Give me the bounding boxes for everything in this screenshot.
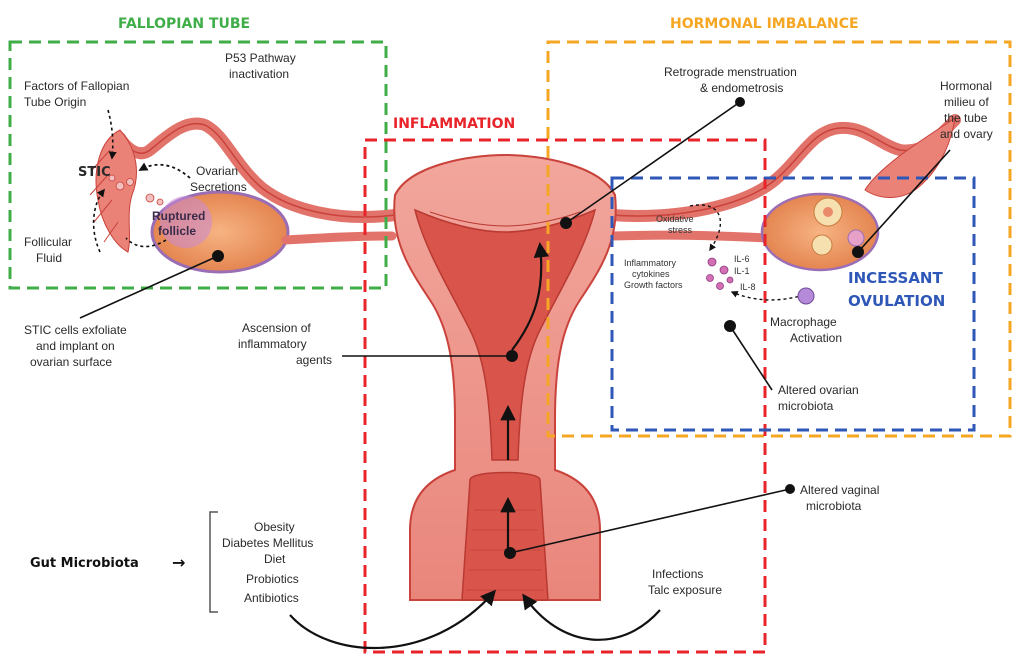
talc-label: Talc exposure	[648, 583, 722, 597]
macrophage-label-2: Activation	[790, 331, 842, 345]
gut-microbiota-label: Gut Microbiota	[30, 556, 139, 571]
inflammatory-cytokines-label-2: cytokines	[632, 269, 670, 279]
il8-label: IL-8	[740, 282, 756, 292]
ascension-label-3: agents	[296, 353, 332, 367]
gut-arrow: →	[172, 553, 185, 572]
vaginal-canal	[462, 473, 548, 601]
ruptured-follicle-label: Ruptured	[152, 209, 205, 223]
oxidative-label-2: stress	[668, 225, 693, 235]
altered-ovarian-label-2: microbiota	[778, 399, 834, 413]
p53-label: P53 Pathway	[225, 51, 296, 65]
incessant-title: INCESSANT	[848, 269, 943, 287]
probiotics-label: Probiotics	[246, 572, 299, 586]
uterine-cavity	[415, 210, 595, 460]
il6-label: IL-6	[734, 254, 750, 264]
stic-cells-label-3: ovarian surface	[30, 355, 112, 369]
retrograde-label-2: & endometrosis	[700, 81, 783, 95]
hormonal-imbalance-title: HORMONAL IMBALANCE	[670, 16, 859, 32]
altered-ovarian-label: Altered ovarian	[778, 383, 859, 397]
follicular-fluid-label-2: Fluid	[36, 251, 62, 265]
infections-label: Infections	[652, 567, 703, 581]
fallopian-tube-title: FALLOPIAN TUBE	[118, 16, 250, 32]
il1-label: IL-1	[734, 266, 750, 276]
milieu-label-4: and ovary	[940, 127, 993, 141]
follicular-fluid-label: Follicular	[24, 235, 72, 249]
ovarian-secretions-label-2: Secretions	[190, 180, 247, 194]
altered-vaginal-label-2: microbiota	[806, 499, 862, 513]
stic-label: STIC	[78, 165, 111, 180]
factors-label-2: Tube Origin	[24, 95, 86, 109]
inflammation-title: INFLAMMATION	[393, 116, 515, 132]
altered-vaginal-label: Altered vaginal	[800, 483, 879, 497]
ovulation-title: OVULATION	[848, 292, 945, 310]
ruptured-follicle-label-2: follicle	[158, 224, 196, 238]
inflammatory-cytokines-label: Inflammatory	[624, 258, 677, 268]
oxidative-label: Oxidative	[656, 214, 694, 224]
milieu-label-3: the tube	[944, 111, 988, 125]
macrophage-label: Macrophage	[770, 315, 837, 329]
stic-cells-label-2: and implant on	[36, 339, 115, 353]
antibiotics-label: Antibiotics	[244, 591, 299, 605]
gut-bracket	[210, 512, 218, 612]
stic-cells-label: STIC cells exfoliate	[24, 323, 127, 337]
milieu-label: Hormonal	[940, 79, 992, 93]
ovarian-secretions-label: Ovarian	[196, 164, 238, 178]
factors-label: Factors of Fallopian	[24, 79, 129, 93]
retrograde-label: Retrograde menstruation	[664, 65, 797, 79]
ascension-label: Ascension of	[242, 321, 311, 335]
obesity-label: Obesity	[254, 520, 295, 534]
milieu-label-2: milieu of	[944, 95, 989, 109]
diet-label: Diet	[264, 552, 286, 566]
macrophage-icon	[798, 288, 814, 304]
cytokine-cells	[707, 258, 734, 290]
inflammatory-cytokines-label-3: Growth factors	[624, 280, 683, 290]
p53-label-2: inactivation	[229, 67, 289, 81]
diabetes-label: Diabetes Mellitus	[222, 536, 313, 550]
ascension-label-2: inflammatory	[238, 337, 307, 351]
